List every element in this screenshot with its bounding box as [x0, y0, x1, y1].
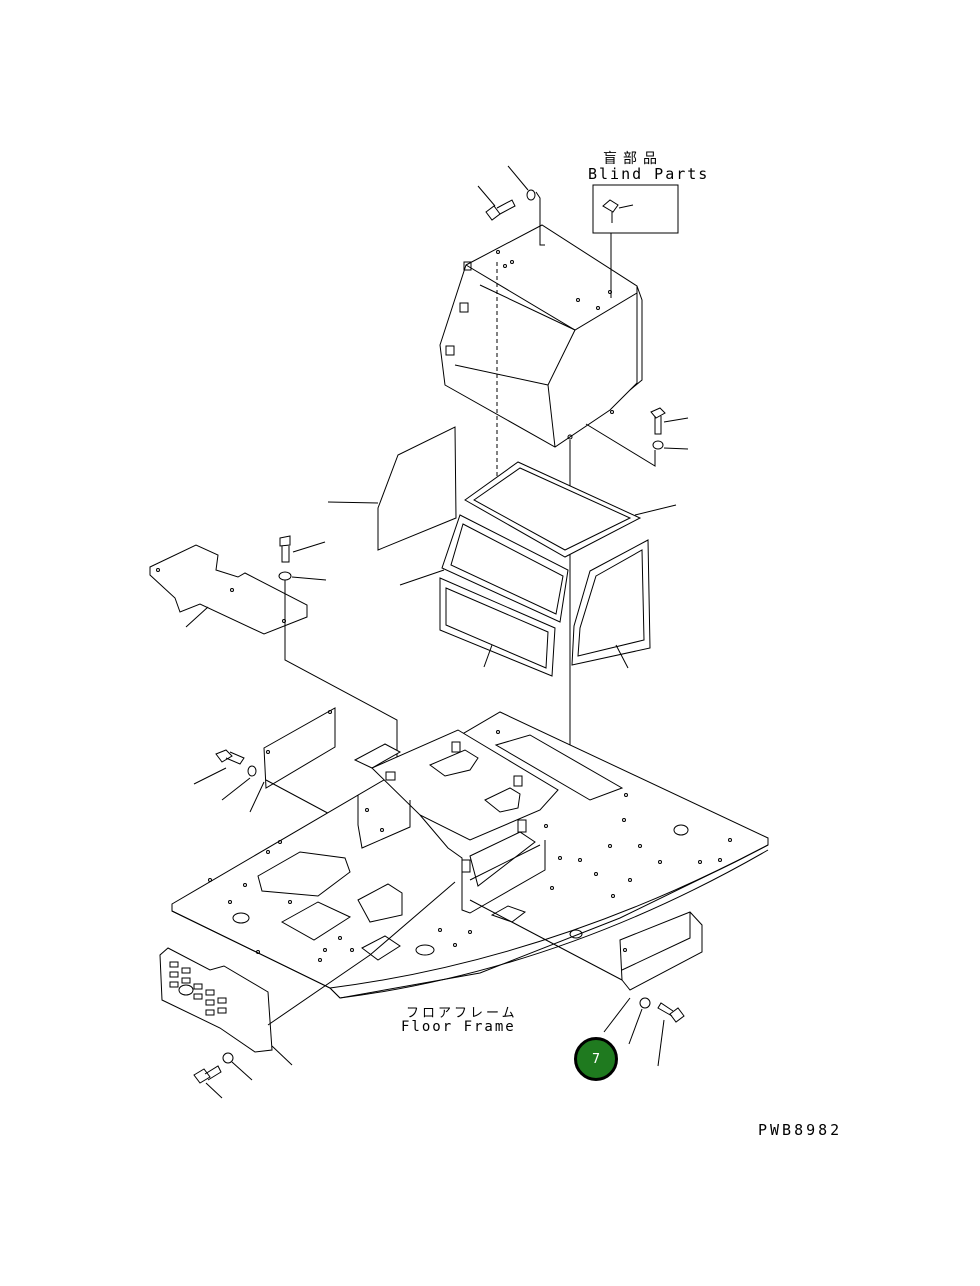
floor-frame [172, 712, 768, 998]
right-side-window [572, 540, 650, 668]
front-panel-bolt [194, 1066, 222, 1098]
front-lower-window [440, 578, 555, 676]
grille-slots [170, 962, 226, 1015]
top-bolt [478, 186, 515, 220]
right-bottom-washer [629, 998, 650, 1044]
right-cover-washer [586, 424, 688, 466]
callout-badge[interactable]: 7 [574, 1037, 618, 1081]
cover-bracket-1 [460, 303, 468, 312]
blind-parts-label-jp: 盲部品 [603, 151, 663, 167]
small-cover-washer [222, 766, 256, 800]
right-cover-bolt [651, 408, 688, 434]
blind-parts-box [593, 185, 678, 298]
callout-leader [604, 998, 630, 1032]
left-floor-plate [150, 545, 307, 634]
left-side-window [328, 427, 456, 550]
mid-left-bolt [280, 536, 325, 562]
top-cover [440, 225, 642, 447]
cover-bracket-2 [446, 346, 454, 355]
right-bottom-cover [470, 900, 702, 990]
drawing-number: PWB8982 [758, 1121, 843, 1139]
front-panel-washer [223, 1053, 252, 1080]
floor-frame-label: Floor Frame [401, 1019, 516, 1035]
front-upper-window [400, 515, 568, 622]
top-washer [508, 166, 545, 245]
roof-glass [465, 462, 676, 557]
right-bottom-bolt [658, 1003, 684, 1066]
small-cover-bolt [194, 750, 244, 784]
floor-frame-label-jp: フロアフレーム [406, 1006, 518, 1021]
control-pedestal [355, 730, 570, 913]
front-grille-panel [160, 882, 455, 1065]
blind-parts-label: Blind Parts [588, 165, 710, 183]
cover-bracket-3 [464, 262, 471, 270]
